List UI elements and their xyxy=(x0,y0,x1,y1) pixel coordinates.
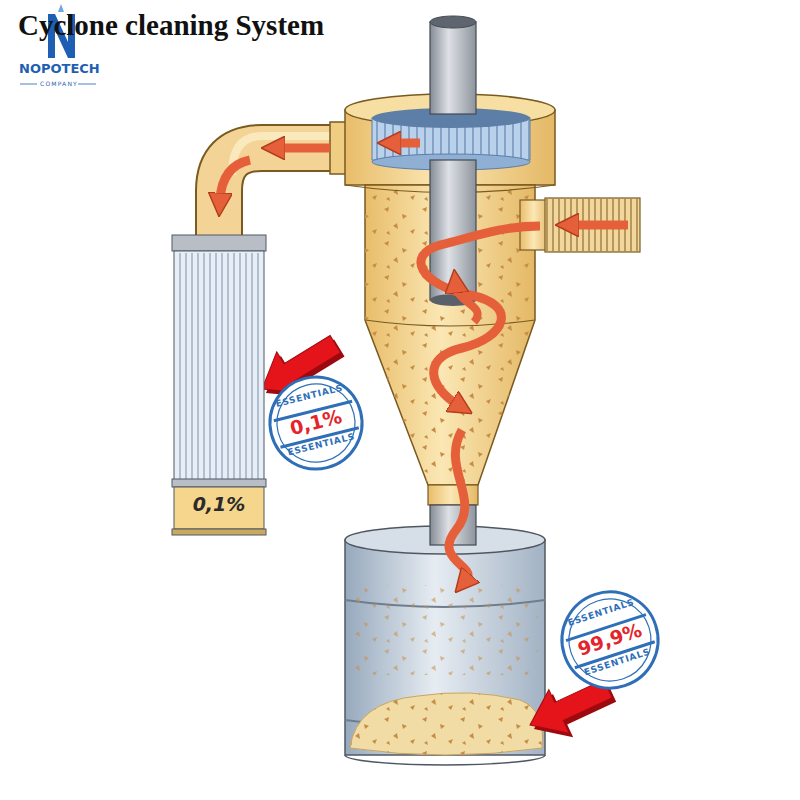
dust-pile xyxy=(350,693,543,755)
diagram-title: Cyclone cleaning System xyxy=(18,8,324,43)
updraft-flow xyxy=(456,286,478,322)
badge-inner-ring xyxy=(558,588,661,691)
filter-cap xyxy=(172,235,266,251)
falling-dust xyxy=(352,585,538,675)
filter-pleat xyxy=(209,253,210,479)
filter-pleat xyxy=(221,253,222,479)
filter-pleat xyxy=(191,253,192,479)
cone-outlet xyxy=(428,485,478,505)
exhaust-pipe xyxy=(430,22,476,114)
pipe-highlight xyxy=(232,136,340,175)
filter-cartridge: 0,1% xyxy=(172,235,266,535)
filter-pleat xyxy=(251,253,252,479)
filter-pleat xyxy=(227,253,228,479)
flow-arrow xyxy=(278,144,330,153)
filter-pleat xyxy=(179,253,180,479)
company-logo-subtitle: COMPANY xyxy=(40,81,78,88)
percentage-badge: ESSENTIALS99,9%ESSENTIALS xyxy=(547,577,673,703)
cone-seam xyxy=(365,320,535,326)
filter-pleat xyxy=(245,253,246,479)
logo-rule xyxy=(78,84,96,85)
filter-pleat xyxy=(233,253,234,479)
filter-pleat xyxy=(197,253,198,479)
dust-flow xyxy=(449,430,468,580)
spiral-flow xyxy=(421,226,540,405)
flow-arrow xyxy=(220,160,250,200)
filter-base xyxy=(172,529,266,535)
badge-ring xyxy=(260,367,372,479)
exhaust-opening xyxy=(430,16,476,28)
filter-pleat xyxy=(239,253,240,479)
flow-arrow xyxy=(394,139,420,148)
outlet-pipe xyxy=(219,148,340,242)
filter-shape xyxy=(172,235,266,535)
filter-pleat xyxy=(185,253,186,479)
badge-ring xyxy=(550,580,671,701)
filter-percentage: 0,1% xyxy=(172,494,266,515)
filter-body xyxy=(174,251,264,481)
inlet-hose xyxy=(545,198,640,252)
logo-rule xyxy=(20,84,37,85)
filter-pleat xyxy=(215,253,216,479)
dust-pile-texture xyxy=(350,693,543,755)
hose-ribs xyxy=(545,198,640,252)
outlet-pipe xyxy=(219,148,340,242)
filter-pleat xyxy=(257,253,258,479)
bin-bottom xyxy=(345,755,545,765)
filter-ring xyxy=(172,479,266,487)
company-logo-name: NOPOTECH xyxy=(19,62,100,76)
collection-bin xyxy=(345,540,545,755)
filter-pleat xyxy=(203,253,204,479)
flow-arrow xyxy=(572,221,628,230)
